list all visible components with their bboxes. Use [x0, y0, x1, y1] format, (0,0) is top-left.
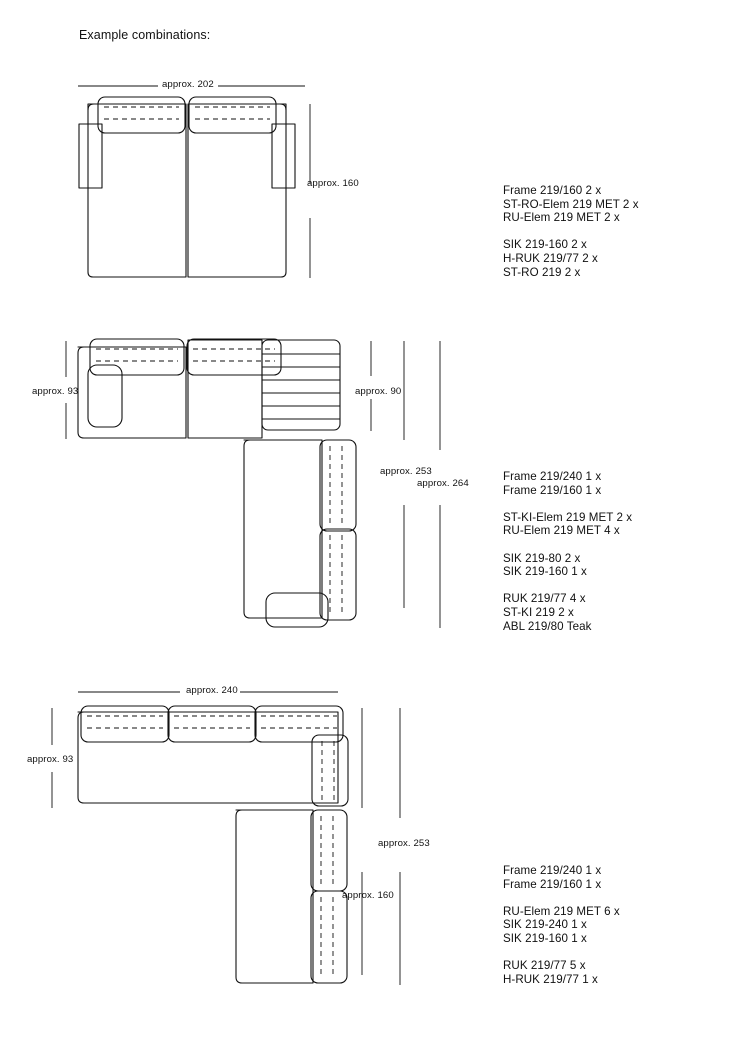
- d3-seat-body: [77, 711, 339, 804]
- d3-backrest-cushion-2: [167, 705, 257, 743]
- backrest-cushion-left: [97, 96, 186, 134]
- d2-vertical-cushion-upper: [319, 439, 357, 532]
- combination-2-drawing: [65, 338, 441, 628]
- spec-list-combination-1: Frame 219/160 2 x ST-RO-Elem 219 MET 2 x…: [503, 184, 639, 279]
- dim-label-c1-depth: approx. 160: [307, 178, 359, 189]
- seat-right-body: [187, 103, 287, 278]
- d2-backrest-cushion-2: [186, 338, 282, 376]
- d3-vertical-cushion-corner: [311, 734, 349, 807]
- dim-label-c1-width: approx. 202: [162, 79, 214, 90]
- seat-right-corner-tr: [279, 103, 287, 111]
- d2-backrest-cushion-1: [89, 338, 185, 376]
- seat-left-body: [87, 103, 187, 278]
- dim-label-c2-overall-length: approx. 253: [380, 466, 432, 477]
- spec-list-combination-3: Frame 219/240 1 x Frame 219/160 1 x RU-E…: [503, 864, 620, 986]
- d2-armrest-left: [87, 364, 123, 428]
- spec-list-combination-2: Frame 219/240 1 x Frame 219/160 1 x ST-K…: [503, 470, 633, 633]
- dim-label-c3-overall-length: approx. 253: [378, 838, 430, 849]
- d3-backrest-cushion-3: [254, 705, 344, 743]
- armrest-right: [271, 123, 296, 189]
- d2-seat-right-body: [187, 339, 263, 439]
- backrest-cushion-right: [188, 96, 277, 134]
- armrest-left: [78, 123, 103, 189]
- d2-vertical-cushion-lower: [319, 528, 357, 621]
- d3-backrest-cushion-1: [80, 705, 170, 743]
- d2-seat-left-body: [77, 346, 187, 439]
- d3-chaise-body: [235, 809, 314, 984]
- d2-teak-table: [261, 339, 341, 431]
- dim-label-c2-overall-outer: approx. 264: [417, 478, 469, 489]
- seat-left-corner-tl: [87, 103, 95, 111]
- page-title: Example combinations:: [79, 28, 211, 42]
- dim-label-c2-table-width: approx. 90: [355, 386, 402, 397]
- d2-chaise-body: [243, 439, 323, 619]
- d3-vertical-cushion-upper: [310, 809, 348, 892]
- dim-label-c3-left-depth: approx. 93: [27, 754, 74, 765]
- combination-3-drawing: [51, 691, 401, 985]
- dim-label-c3-width: approx. 240: [186, 685, 238, 696]
- d2-armrest-bottom: [265, 592, 329, 628]
- d3-vertical-cushion-lower: [310, 890, 348, 984]
- dim-label-c2-left-depth: approx. 93: [32, 386, 79, 397]
- dim-label-c3-chaise-depth: approx. 160: [342, 890, 394, 901]
- combination-1-drawing: [78, 85, 311, 278]
